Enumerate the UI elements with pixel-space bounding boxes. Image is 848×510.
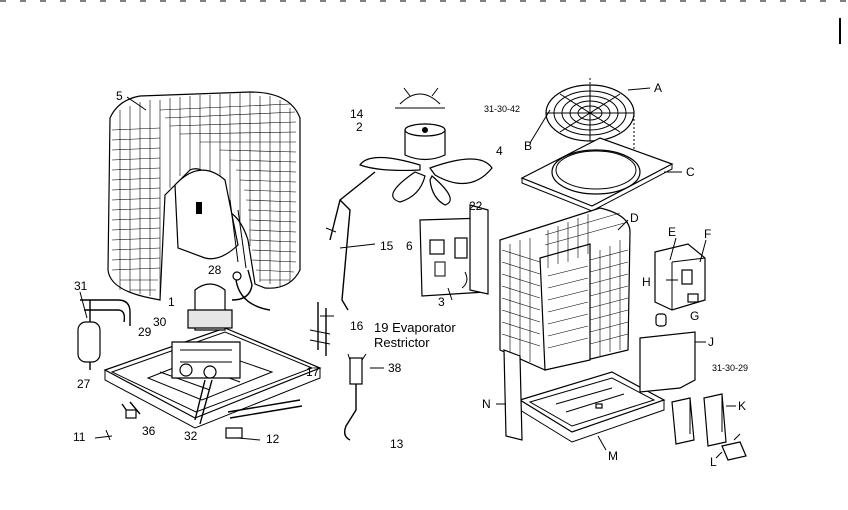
label-H: H <box>642 275 651 289</box>
label-17: 17 <box>306 365 320 379</box>
leader-15 <box>339 243 376 249</box>
compressor-area <box>171 269 271 425</box>
filter-drier <box>77 299 131 370</box>
outdoor-coil <box>107 91 301 301</box>
label-L: L <box>710 455 717 469</box>
leader-M <box>597 435 607 451</box>
label-K: K <box>738 399 747 413</box>
ref-number-bottom: 31-30-29 <box>712 363 749 373</box>
label-19-restrictor: Restrictor <box>374 335 430 350</box>
label-11: 11 <box>73 430 86 444</box>
label-31: 31 <box>74 279 88 293</box>
label-32: 32 <box>184 429 198 443</box>
ref-number-top: 31-30-42 <box>484 104 521 114</box>
leader-F <box>699 239 707 263</box>
top-panel <box>520 137 674 212</box>
label-3: 3 <box>438 295 445 309</box>
label-4: 4 <box>496 144 503 158</box>
label-19-evaporator: 19 Evaporator <box>374 320 456 335</box>
label-A: A <box>654 81 663 95</box>
label-30: 30 <box>153 315 167 329</box>
label-12: 12 <box>266 432 280 446</box>
fitting-12 <box>225 399 303 441</box>
label-M: M <box>608 449 618 463</box>
fan-bracket <box>325 171 376 311</box>
label-27: 27 <box>77 377 91 391</box>
base-pan-right <box>518 371 666 443</box>
label-F: F <box>704 227 712 241</box>
bracket-L <box>715 433 747 461</box>
label-16: 16 <box>350 319 364 333</box>
label-B: B <box>524 139 533 153</box>
leader-E <box>669 237 677 261</box>
label-29: 29 <box>138 325 152 339</box>
label-14: 14 <box>350 107 364 121</box>
leader-5 <box>126 96 147 111</box>
leader-31 <box>79 291 88 319</box>
control-box <box>419 204 489 297</box>
access-panel <box>639 331 696 393</box>
corner-post <box>503 349 523 441</box>
fan-guard <box>545 78 635 168</box>
label-J: J <box>708 335 714 349</box>
label-28: 28 <box>208 263 222 277</box>
grille <box>499 207 631 371</box>
label-6: 6 <box>406 239 413 253</box>
leader-3 <box>447 287 453 301</box>
label-N: N <box>482 397 491 411</box>
leader-D <box>617 219 629 231</box>
label-5: 5 <box>116 89 123 103</box>
label-36: 36 <box>142 424 156 438</box>
fan-assembly <box>359 87 493 206</box>
label-15: 15 <box>380 239 394 253</box>
label-G: G <box>690 309 700 323</box>
label-E: E <box>668 225 677 239</box>
label-13: 13 <box>390 437 404 451</box>
label-2: 2 <box>356 120 363 134</box>
bracket-16 <box>309 302 334 356</box>
label-C: C <box>686 165 695 179</box>
label-D: D <box>630 211 639 225</box>
component-38 <box>343 353 367 441</box>
label-1: 1 <box>168 295 175 309</box>
label-22: 22 <box>469 199 483 213</box>
control-panel <box>654 243 706 327</box>
leader-B <box>529 109 551 144</box>
side-panels <box>671 393 727 447</box>
leader-A <box>627 87 651 91</box>
service-valve <box>94 401 141 441</box>
label-38: 38 <box>388 361 402 375</box>
